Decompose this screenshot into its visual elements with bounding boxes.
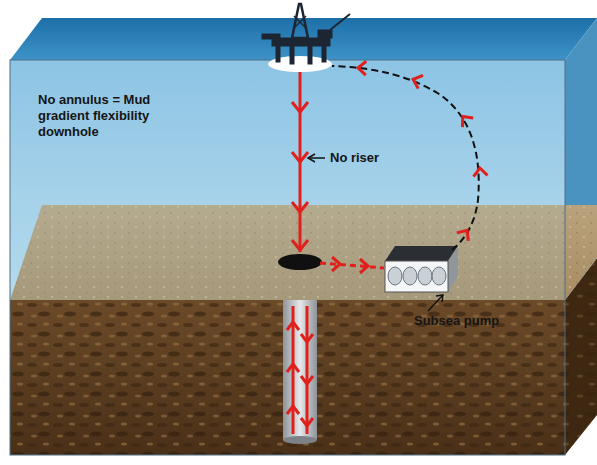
- callout-label: Subsea pump: [414, 313, 499, 329]
- callout-label: No riser: [330, 150, 379, 166]
- annotation-text: No annulus = Mud gradient flexibility do…: [38, 92, 178, 140]
